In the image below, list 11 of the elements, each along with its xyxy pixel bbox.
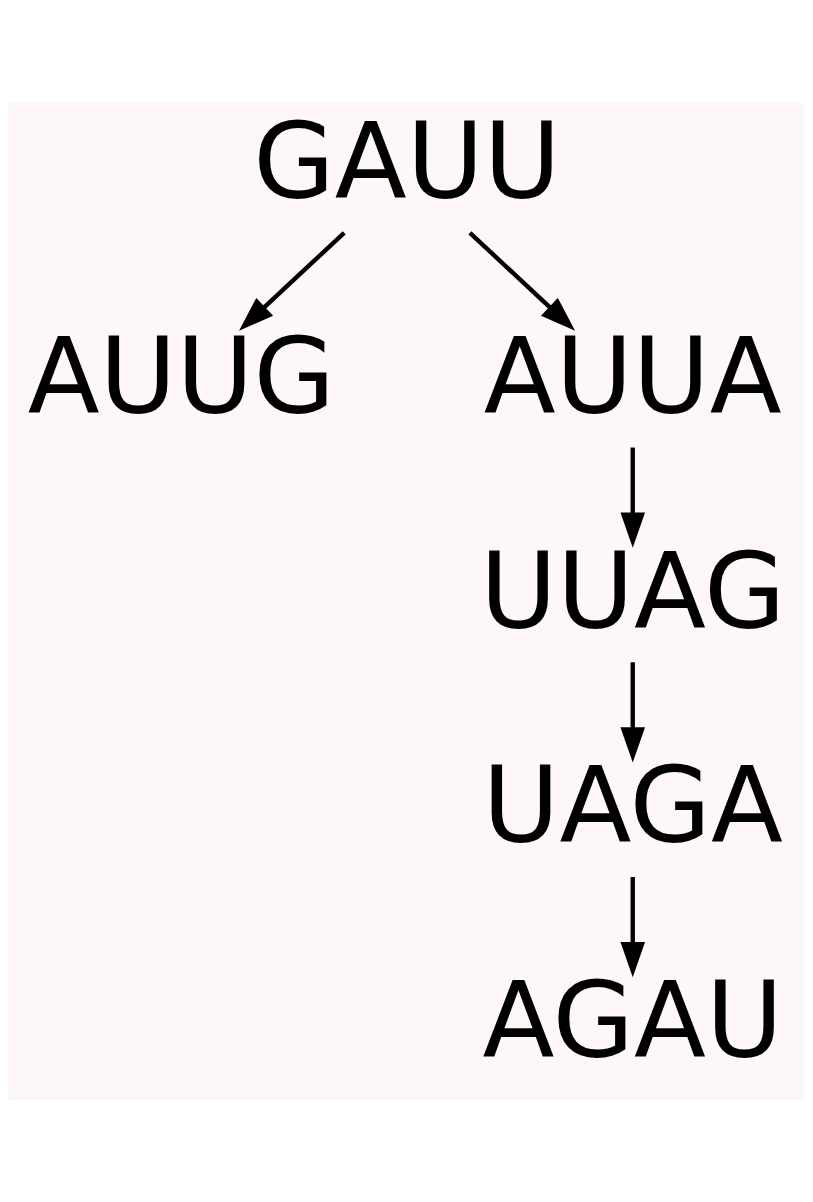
node-text: AGAU [482,958,783,1082]
arrow [620,661,646,762]
arrow [239,230,346,331]
node-text: AUUA [483,314,782,438]
node-text: UAGA [482,743,783,867]
node-text: AUUG [27,314,336,438]
arrow [468,230,576,331]
arrow [620,447,646,548]
node-text: UUAG [479,529,786,653]
node-text: GAUU [253,99,561,223]
arrow [620,876,646,977]
